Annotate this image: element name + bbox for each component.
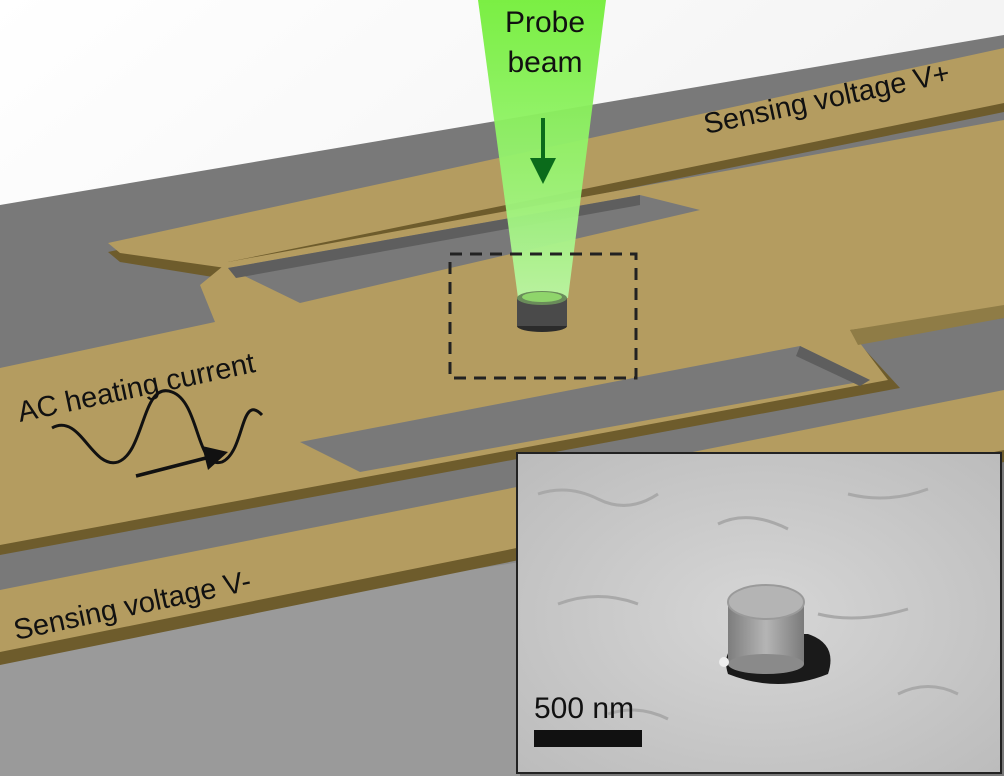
scale-bar xyxy=(534,730,642,747)
region-of-interest-box xyxy=(448,252,638,380)
strip-gap-right xyxy=(300,346,870,472)
substrate-side-face xyxy=(0,560,520,776)
sem-image xyxy=(518,454,1000,772)
connector-right xyxy=(850,305,1004,345)
strip-gap-right-shadow xyxy=(796,346,870,386)
sem-texture xyxy=(537,487,959,721)
current-arrow-shaft xyxy=(135,456,207,478)
sem-pillar-bottom xyxy=(728,654,804,674)
probe-arrow-head xyxy=(530,158,556,184)
probe-label-line2: beam xyxy=(507,46,582,79)
current-arrow-head xyxy=(202,446,228,470)
heater-strip xyxy=(0,120,1004,545)
scale-bar-label: 500 nm xyxy=(534,692,635,725)
probe-label-line1: Probe xyxy=(505,6,585,39)
sem-particle xyxy=(719,657,729,667)
ac-wave-icon xyxy=(51,389,264,465)
sem-pillar-top xyxy=(727,584,805,620)
beam-spot xyxy=(522,292,562,302)
strip-gap-left xyxy=(228,195,700,303)
sem-inset: 500 nm xyxy=(516,452,1002,774)
